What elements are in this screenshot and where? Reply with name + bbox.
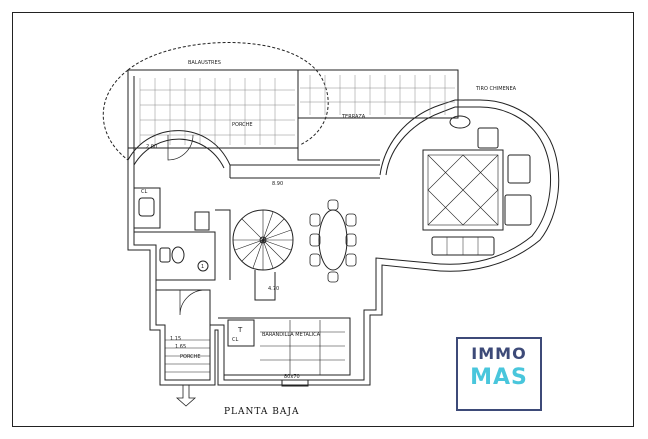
logo-line-1: IMMO <box>471 344 527 363</box>
entrance-arch <box>127 130 231 178</box>
armchair-right-2 <box>504 194 532 226</box>
drawing-frame <box>12 12 634 427</box>
t-mark: T <box>237 326 243 334</box>
balaustres-label: BALAUSTRES <box>188 60 221 66</box>
partition-stairs <box>215 209 231 280</box>
bottom-window <box>281 379 309 387</box>
porch-top-label: PORCHE <box>232 122 253 128</box>
dim-1-15: 1.15 <box>170 336 181 342</box>
terrace-tiling <box>139 75 455 145</box>
dining-chairs <box>309 199 357 283</box>
kitchen-counter <box>133 187 161 229</box>
exterior-wall <box>127 70 560 386</box>
stair-landing <box>254 270 276 301</box>
cl-box <box>227 319 255 347</box>
partition-lower <box>218 317 351 376</box>
armchair-top <box>477 127 499 149</box>
hall-door-swing <box>179 289 206 316</box>
partition-hall <box>156 289 211 325</box>
exterior-wall-inner <box>133 76 551 381</box>
kitchen-appliance <box>194 211 210 231</box>
dim-1-65: 1.65 <box>175 344 186 350</box>
hall-steps <box>260 320 345 375</box>
dim-80x70: 80x70 <box>284 374 300 380</box>
carpet <box>422 149 504 231</box>
dim-2-00: 2.00 <box>146 144 157 150</box>
cl-label-1: CL <box>141 189 147 195</box>
round-fixture <box>197 260 209 272</box>
sink <box>138 197 155 217</box>
terrace-edge <box>297 118 380 161</box>
entrance-arrow <box>175 384 197 407</box>
porch-bottom-label: PORCHE <box>180 354 201 360</box>
exterior-steps <box>165 339 210 373</box>
dining-table <box>318 209 348 271</box>
spiral-stair-treads <box>233 210 293 270</box>
sofa-bottom-cushions <box>446 237 479 255</box>
washbasin <box>159 247 171 263</box>
interior-wall-top <box>230 164 380 179</box>
plan-title: PLANTA BAJA <box>224 407 300 417</box>
logo-line-2: MAS <box>470 365 528 390</box>
porch-dashed-outline <box>102 42 329 161</box>
terrace-label: TERRAZA <box>341 114 366 120</box>
carpet-pattern <box>427 154 499 226</box>
terrace-rect <box>297 69 459 119</box>
round-marker: 1 <box>201 264 204 270</box>
toilet <box>171 246 185 264</box>
railing-label: BARANDILLA METALICA <box>262 332 321 338</box>
agency-logo: IMMO MAS <box>456 337 542 411</box>
chimney-label: TIRO CHIMENEA <box>475 86 517 92</box>
entry-door-swing <box>167 134 194 161</box>
cl-label-2: CL <box>232 337 238 343</box>
fireplace <box>449 115 471 129</box>
dim-4-70: 4.70 <box>268 286 279 292</box>
dim-8-90: 8.90 <box>272 181 283 187</box>
entrance-arch-inner <box>133 138 225 169</box>
partition-bath <box>134 231 216 281</box>
armchair-right <box>507 154 531 184</box>
